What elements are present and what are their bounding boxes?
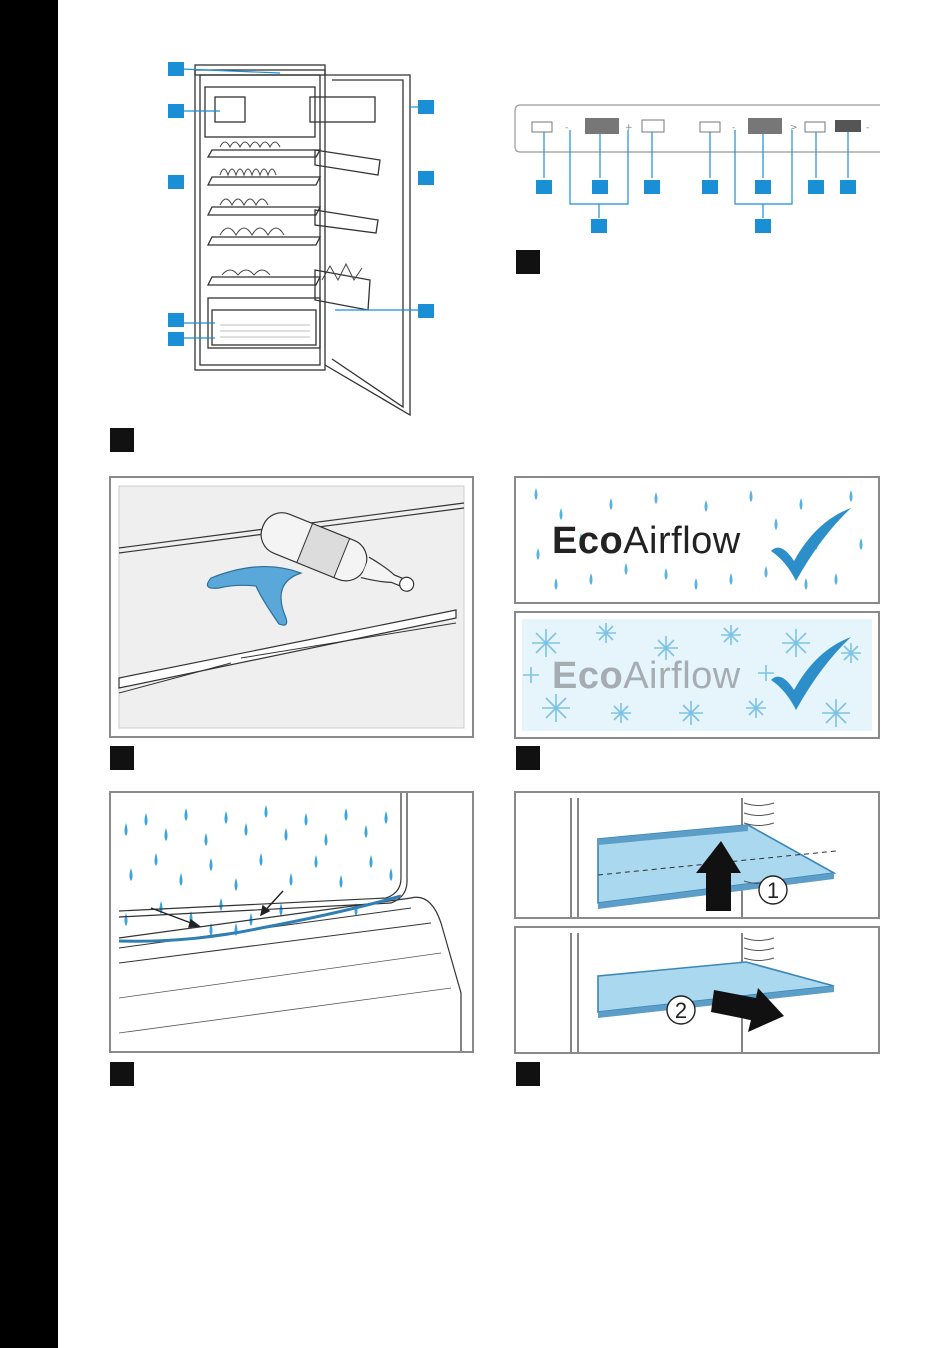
svg-text:>: > — [790, 123, 798, 133]
callout-marker — [808, 180, 824, 194]
callout-marker — [168, 175, 184, 189]
callout-marker — [168, 313, 184, 327]
figure-marker-6 — [516, 1062, 540, 1086]
bottle-shelf-drawing — [111, 478, 472, 736]
page-sidebar-bar — [0, 0, 58, 1348]
figure-bottle-shelf — [109, 476, 474, 738]
callout-marker — [418, 304, 434, 318]
callout-marker — [418, 171, 434, 185]
callout-marker — [592, 180, 608, 194]
callout-marker — [168, 62, 184, 76]
checkmark-icon — [766, 506, 856, 586]
callout-marker — [644, 180, 660, 194]
figure-marker-2 — [516, 250, 540, 274]
figure-marker-3 — [110, 746, 134, 770]
condensation-drawing — [111, 793, 472, 1051]
figure-marker-4 — [516, 746, 540, 770]
figure-condensation — [109, 791, 474, 1053]
figure-2-control-panel: -+ -> - — [510, 100, 880, 240]
callout-marker — [702, 180, 718, 194]
svg-text:-: - — [866, 123, 869, 133]
callout-marker — [840, 180, 856, 194]
callout-marker — [168, 104, 184, 118]
callout-marker — [418, 100, 434, 114]
checkmark-icon — [766, 635, 856, 715]
ecoairflow-humid-panel: EcoAirflow — [514, 476, 880, 604]
svg-text:-: - — [565, 123, 568, 133]
ecoairflow-frost-panel: EcoAirflow — [514, 611, 880, 739]
ecoairflow-logo: EcoAirflow — [552, 520, 741, 563]
callout-marker — [755, 180, 771, 194]
fridge-drawing — [160, 55, 450, 430]
callout-marker — [755, 219, 771, 233]
figure-1-fridge-overview — [160, 55, 450, 430]
shelf-lift-drawing: 1 — [516, 793, 878, 917]
step-1-label: 1 — [767, 878, 779, 903]
ecoairflow-logo: EcoAirflow — [552, 655, 741, 698]
shelf-pull-drawing: 2 — [516, 928, 878, 1052]
shelf-step-2-panel: 2 — [514, 926, 880, 1054]
callout-marker — [168, 332, 184, 346]
step-2-label: 2 — [675, 998, 687, 1023]
figure-marker-5 — [110, 1062, 134, 1086]
callout-marker — [591, 219, 607, 233]
control-panel-drawing: -+ -> - — [510, 100, 880, 240]
shelf-step-1-panel: 1 — [514, 791, 880, 919]
callout-marker — [536, 180, 552, 194]
figure-marker-1 — [110, 428, 134, 452]
svg-text:+: + — [625, 123, 633, 133]
